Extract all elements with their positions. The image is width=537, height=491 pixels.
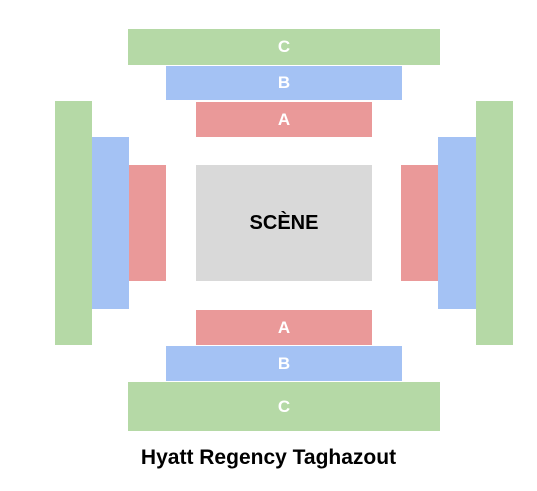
- section-a-left[interactable]: [129, 165, 166, 281]
- section-b-bottom[interactable]: B: [166, 346, 402, 381]
- section-a-top-label: A: [277, 109, 291, 129]
- stage-label: SCÈNE: [249, 211, 319, 234]
- section-a-bottom-label: A: [277, 317, 291, 337]
- section-c-bottom-label: C: [277, 396, 291, 416]
- stage: SCÈNE: [196, 165, 372, 281]
- section-a-bottom[interactable]: A: [196, 310, 372, 345]
- section-b-left[interactable]: [92, 137, 129, 309]
- section-b-right[interactable]: [438, 137, 476, 309]
- section-a-right[interactable]: [401, 165, 438, 281]
- section-c-top-label: C: [277, 37, 291, 56]
- section-b-bottom-label: B: [277, 353, 291, 373]
- section-b-top-label: B: [277, 73, 291, 92]
- section-c-bottom[interactable]: C: [128, 382, 440, 431]
- venue-name: Hyatt Regency Taghazout: [140, 446, 397, 469]
- section-a-top[interactable]: A: [196, 102, 372, 137]
- section-c-top[interactable]: C: [128, 29, 440, 65]
- section-c-right[interactable]: [476, 101, 513, 345]
- section-b-top[interactable]: B: [166, 66, 402, 100]
- section-c-left[interactable]: [55, 101, 92, 345]
